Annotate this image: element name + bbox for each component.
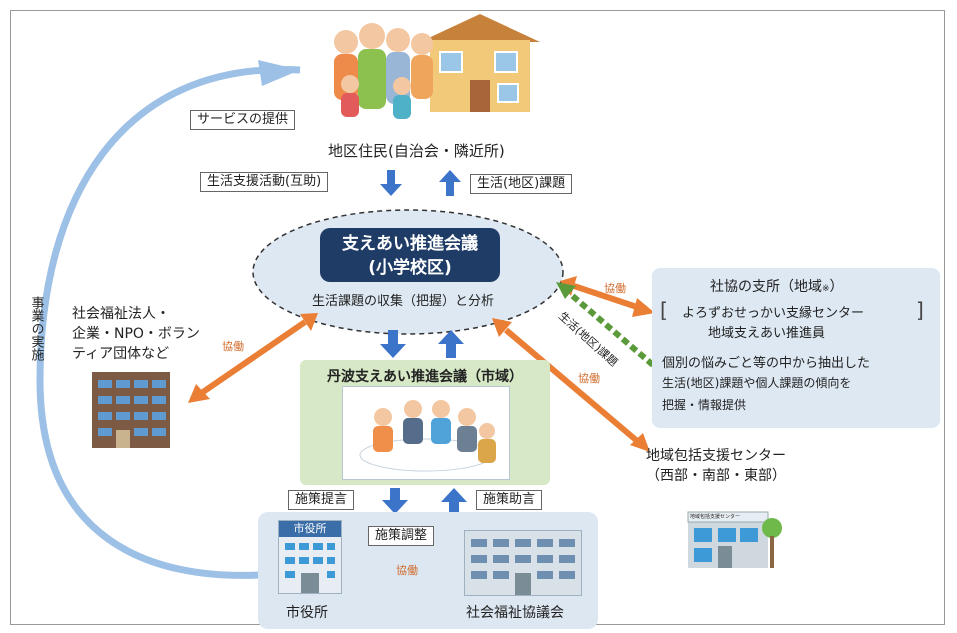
policy-adjust-tag: 施策調整 bbox=[368, 526, 435, 546]
panel-desc-2: 生活(地区)課題や個人課題の傾向を bbox=[662, 376, 852, 390]
kyodo-label-bottom: 協働 bbox=[396, 564, 418, 577]
policy-proposal-tag: 施策提言 bbox=[288, 490, 355, 510]
council-title: 支えあい推進会議 bbox=[342, 234, 478, 254]
council-caption: 生活課題の収集（把握）と分析 bbox=[312, 294, 495, 309]
arrow-down-support bbox=[380, 170, 402, 196]
feedback-arc bbox=[36, 66, 301, 579]
bracket-right: ] bbox=[916, 298, 924, 322]
shakyo-branch-panel: 社協の支所（地域※） [ ] よろずおせっかい支縁センター 地域支えあい推進員 … bbox=[652, 268, 940, 428]
bracket-left: [ bbox=[660, 298, 668, 322]
kyodo-label-left: 協働 bbox=[222, 340, 244, 353]
arrow-up-from-tamba bbox=[438, 330, 464, 358]
welfare-council-illustration bbox=[464, 530, 582, 596]
panel-desc-1: 個別の悩みごと等の中から抽出した bbox=[662, 356, 871, 371]
family-illustration bbox=[334, 23, 433, 119]
left-org-label: 社会福祉法人・ 企業・NPO・ボラン ティア団体など bbox=[72, 306, 200, 362]
community-center-sign: 地域包括支援センター bbox=[690, 514, 741, 520]
community-center-label: 地域包括支援センター （西部・南部・東部） bbox=[646, 448, 786, 484]
council-title-box: 支えあい推進会議 (小学校区) bbox=[320, 228, 500, 282]
city-hall-label: 市役所 bbox=[286, 605, 328, 621]
office-building-illustration bbox=[92, 372, 170, 448]
suishin-in-label: 地域支えあい推進員 bbox=[708, 326, 826, 341]
meeting-illustration bbox=[342, 386, 510, 480]
support-activity-tag: 生活支援活動(互助) bbox=[200, 172, 329, 192]
green-arrowhead bbox=[556, 282, 576, 299]
arrow-policy-proposal bbox=[382, 488, 408, 514]
house-illustration bbox=[420, 14, 540, 112]
welfare-council-label: 社会福祉協議会 bbox=[466, 605, 564, 621]
kyodo-label-right: 協働 bbox=[604, 282, 626, 295]
care-center-illustration bbox=[687, 511, 782, 568]
policy-advice-tag: 施策助言 bbox=[476, 490, 543, 510]
life-issue-tag: 生活(地区)課題 bbox=[470, 174, 573, 194]
shakyo-branch-title: 社協の支所（地域※） bbox=[710, 279, 844, 295]
tamba-meeting-box: 丹波支えあい推進会議（市域） bbox=[300, 360, 550, 485]
feedback-arc-head bbox=[258, 60, 300, 86]
kyodo-label-center: 協働 bbox=[578, 372, 600, 385]
green-dashed-arrow bbox=[566, 289, 655, 368]
city-hall-sign: 市役所 bbox=[279, 521, 341, 537]
tamba-meeting-title: 丹波支えあい推進会議（市域） bbox=[327, 369, 523, 385]
yorozu-center-label: よろずおせっかい支縁センター bbox=[682, 306, 865, 321]
council-subtitle: (小学校区) bbox=[368, 258, 452, 278]
residents-title: 地区住民(自治会・隣近所) bbox=[328, 142, 505, 160]
left-arc-label: 事業の実施 bbox=[28, 296, 44, 361]
service-provision-tag: サービスの提供 bbox=[190, 110, 296, 130]
arrow-policy-advice bbox=[441, 488, 467, 514]
arrow-up-issue bbox=[439, 170, 461, 196]
city-hall-illustration: 市役所 bbox=[278, 520, 342, 594]
arrow-down-to-tamba bbox=[380, 330, 406, 358]
panel-desc-3: 把握・情報提供 bbox=[662, 398, 747, 412]
